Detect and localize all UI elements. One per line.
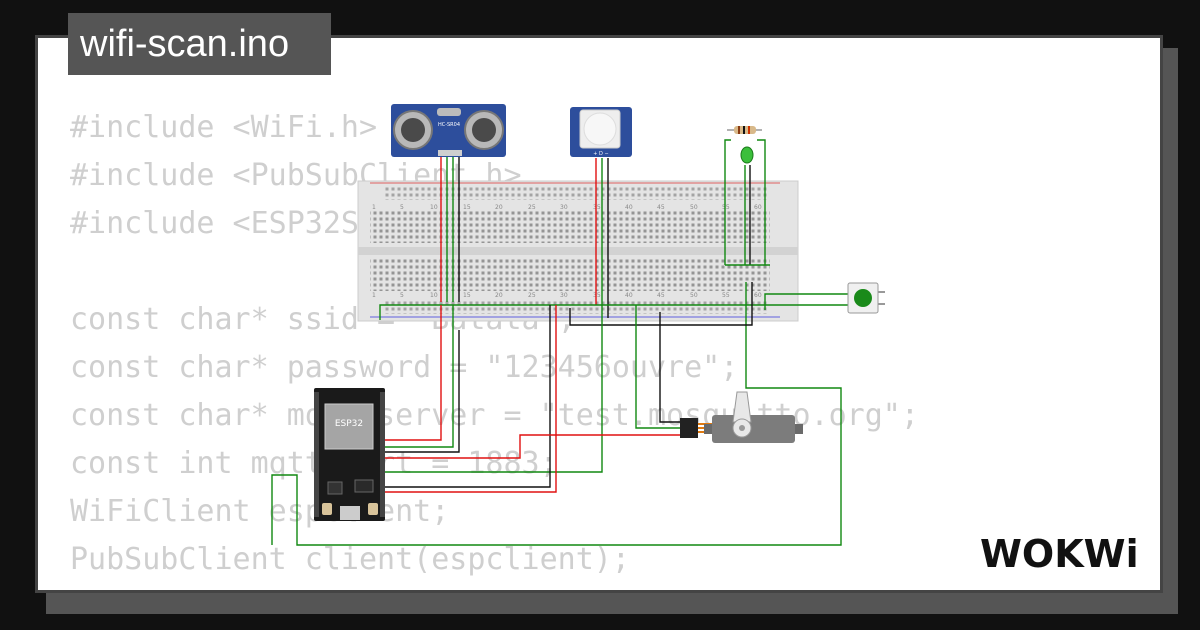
transducer-left-mesh [401, 118, 425, 142]
column-number: 15 [463, 292, 471, 299]
ultrasonic-label: HC-SR04 [438, 122, 460, 128]
crystal [437, 108, 461, 116]
pir-pin-labels: + D − [593, 151, 608, 157]
push-button [847, 282, 885, 314]
pir-sensor: + D − [570, 107, 632, 157]
breadboard-power-rail-top [383, 186, 768, 200]
column-number: 45 [657, 204, 665, 211]
resistor-band [743, 126, 745, 134]
led [740, 146, 754, 164]
breadboard-center-gap [358, 247, 798, 255]
column-number: 55 [722, 292, 730, 299]
column-number: 35 [593, 204, 601, 211]
ultrasonic-sensor: HC-SR04 [391, 104, 506, 157]
breadboard: 1 5 10 15 20 25 30 35 40 45 50 55 60 1 5… [357, 180, 799, 322]
column-number: 60 [754, 204, 762, 211]
breadboard-terminal-bottom [370, 259, 770, 291]
column-number: 30 [560, 204, 568, 211]
wire-red [385, 434, 685, 459]
led-body [740, 146, 754, 164]
wire-black [380, 305, 551, 488]
column-number: 10 [430, 292, 438, 299]
servo-mount [704, 424, 712, 434]
resistor-band [738, 126, 740, 134]
servo-mount [795, 424, 803, 434]
esp32-chip [327, 481, 343, 495]
usb-port [340, 506, 360, 520]
esp32-label: ESP32 [335, 419, 363, 429]
wire-green [724, 139, 731, 265]
breadboard-power-rail-bottom [383, 300, 768, 314]
wire-green [385, 305, 454, 448]
column-number: 25 [528, 292, 536, 299]
code-line: #include <WiFi.h> [70, 110, 378, 145]
column-number: 5 [400, 292, 404, 299]
servo-shaft-center [739, 425, 745, 431]
wire-green [635, 305, 685, 429]
column-number: 50 [690, 292, 698, 299]
wire-green [271, 282, 842, 546]
servo-motor [680, 391, 803, 443]
column-number: 1 [372, 292, 376, 299]
column-number: 20 [495, 204, 503, 211]
column-number: 35 [593, 292, 601, 299]
wire-red [380, 305, 557, 493]
column-number: 40 [625, 292, 633, 299]
resistor [727, 126, 762, 134]
wire-black [385, 330, 460, 453]
wokwi-logo: WOKWi [980, 532, 1139, 576]
ultrasonic-pins [438, 150, 462, 156]
wokwi-logo-text: WOKWi [980, 532, 1139, 576]
code-line: PubSubClient client(espclient); [70, 542, 630, 577]
wire-red [385, 305, 442, 441]
column-number: 25 [528, 204, 536, 211]
column-number: 40 [625, 204, 633, 211]
push-button-cap [854, 289, 872, 307]
boot-button [322, 503, 332, 515]
esp32-board: ESP32 [314, 388, 385, 521]
column-number: 60 [754, 292, 762, 299]
wire-green [764, 293, 848, 310]
esp32-header-left [314, 392, 319, 517]
code-line: const char* password = "123456ouvre"; [70, 350, 739, 385]
pir-dome [583, 112, 617, 146]
column-number: 45 [657, 292, 665, 299]
column-number: 1 [372, 204, 376, 211]
servo-housing [712, 415, 795, 443]
column-number: 50 [690, 204, 698, 211]
esp32-chip [354, 479, 374, 493]
resistor-band [748, 126, 750, 134]
reset-button [368, 503, 378, 515]
column-number: 20 [495, 292, 503, 299]
wire-green [380, 305, 603, 473]
wire-green [379, 304, 848, 320]
breadboard-terminal-top [370, 211, 770, 243]
wire-green [757, 139, 766, 265]
project-title: wifi-scan.ino [68, 13, 331, 75]
servo-horn [732, 391, 752, 423]
wire-black [569, 282, 753, 326]
column-number: 55 [722, 204, 730, 211]
transducer-right-mesh [472, 118, 496, 142]
column-number: 15 [463, 204, 471, 211]
esp32-header-right [380, 392, 385, 517]
wire-black [659, 312, 685, 423]
column-number: 30 [560, 292, 568, 299]
column-number: 5 [400, 204, 404, 211]
esp32-module-shield [324, 403, 374, 450]
servo-connector [680, 418, 698, 438]
column-number: 10 [430, 204, 438, 211]
